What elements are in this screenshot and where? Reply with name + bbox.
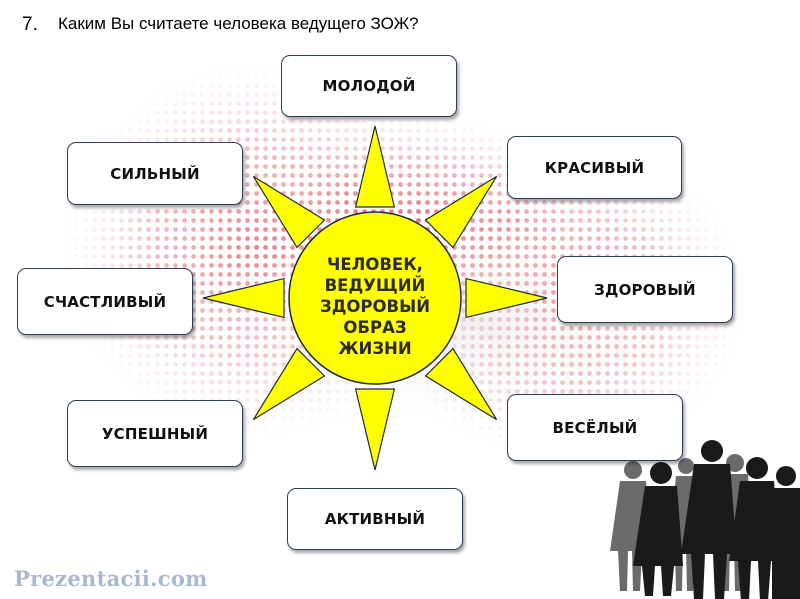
quality-box-bottom: АКТИВНЫЙ [287, 488, 463, 550]
slide-question: Каким Вы считаете человека ведущего ЗОЖ? [58, 14, 419, 33]
sun-ray-bottom-left [252, 347, 326, 421]
sun-ray-top-left [252, 175, 326, 249]
center-line-1: ЧЕЛОВЕК, [327, 254, 423, 274]
quality-box-top-right: КРАСИВЫЙ [507, 136, 682, 199]
center-line-3: ЗДОРОВЫЙ [319, 296, 431, 316]
quality-box-left: СЧАСТЛИВЫЙ [17, 268, 193, 335]
watermark-logo: Prezentacii.com [14, 566, 208, 591]
sun-ray-top [354, 125, 396, 208]
center-label: ЧЕЛОВЕК, ВЕДУЩИЙ ЗДОРОВЫЙ ОБРАЗ ЖИЗНИ [292, 226, 458, 386]
sun-ray-top-right [424, 175, 498, 249]
sun-ray-left [202, 277, 285, 319]
business-people-silhouettes-illustration [610, 440, 800, 599]
sun-rays [202, 125, 548, 471]
quality-box-right: ЗДОРОВЫЙ [557, 256, 733, 323]
quality-box-top-left: СИЛЬНЫЙ [67, 142, 243, 205]
center-line-2: ВЕДУЩИЙ [324, 275, 426, 295]
center-line-4: ОБРАЗ [343, 317, 407, 337]
center-line-5: ЖИЗНИ [338, 338, 412, 358]
sun-ray-bottom-right [424, 347, 498, 421]
quality-box-bottom-left: УСПЕШНЫЙ [67, 400, 243, 467]
sun-ray-bottom [354, 388, 396, 471]
quality-box-top: МОЛОДОЙ [281, 55, 457, 117]
slide-number: 7. [22, 14, 38, 35]
sun-ray-right [465, 277, 548, 319]
sun-center-circle [288, 211, 462, 385]
quality-box-bottom-right: ВЕСЁЛЫЙ [507, 394, 683, 461]
